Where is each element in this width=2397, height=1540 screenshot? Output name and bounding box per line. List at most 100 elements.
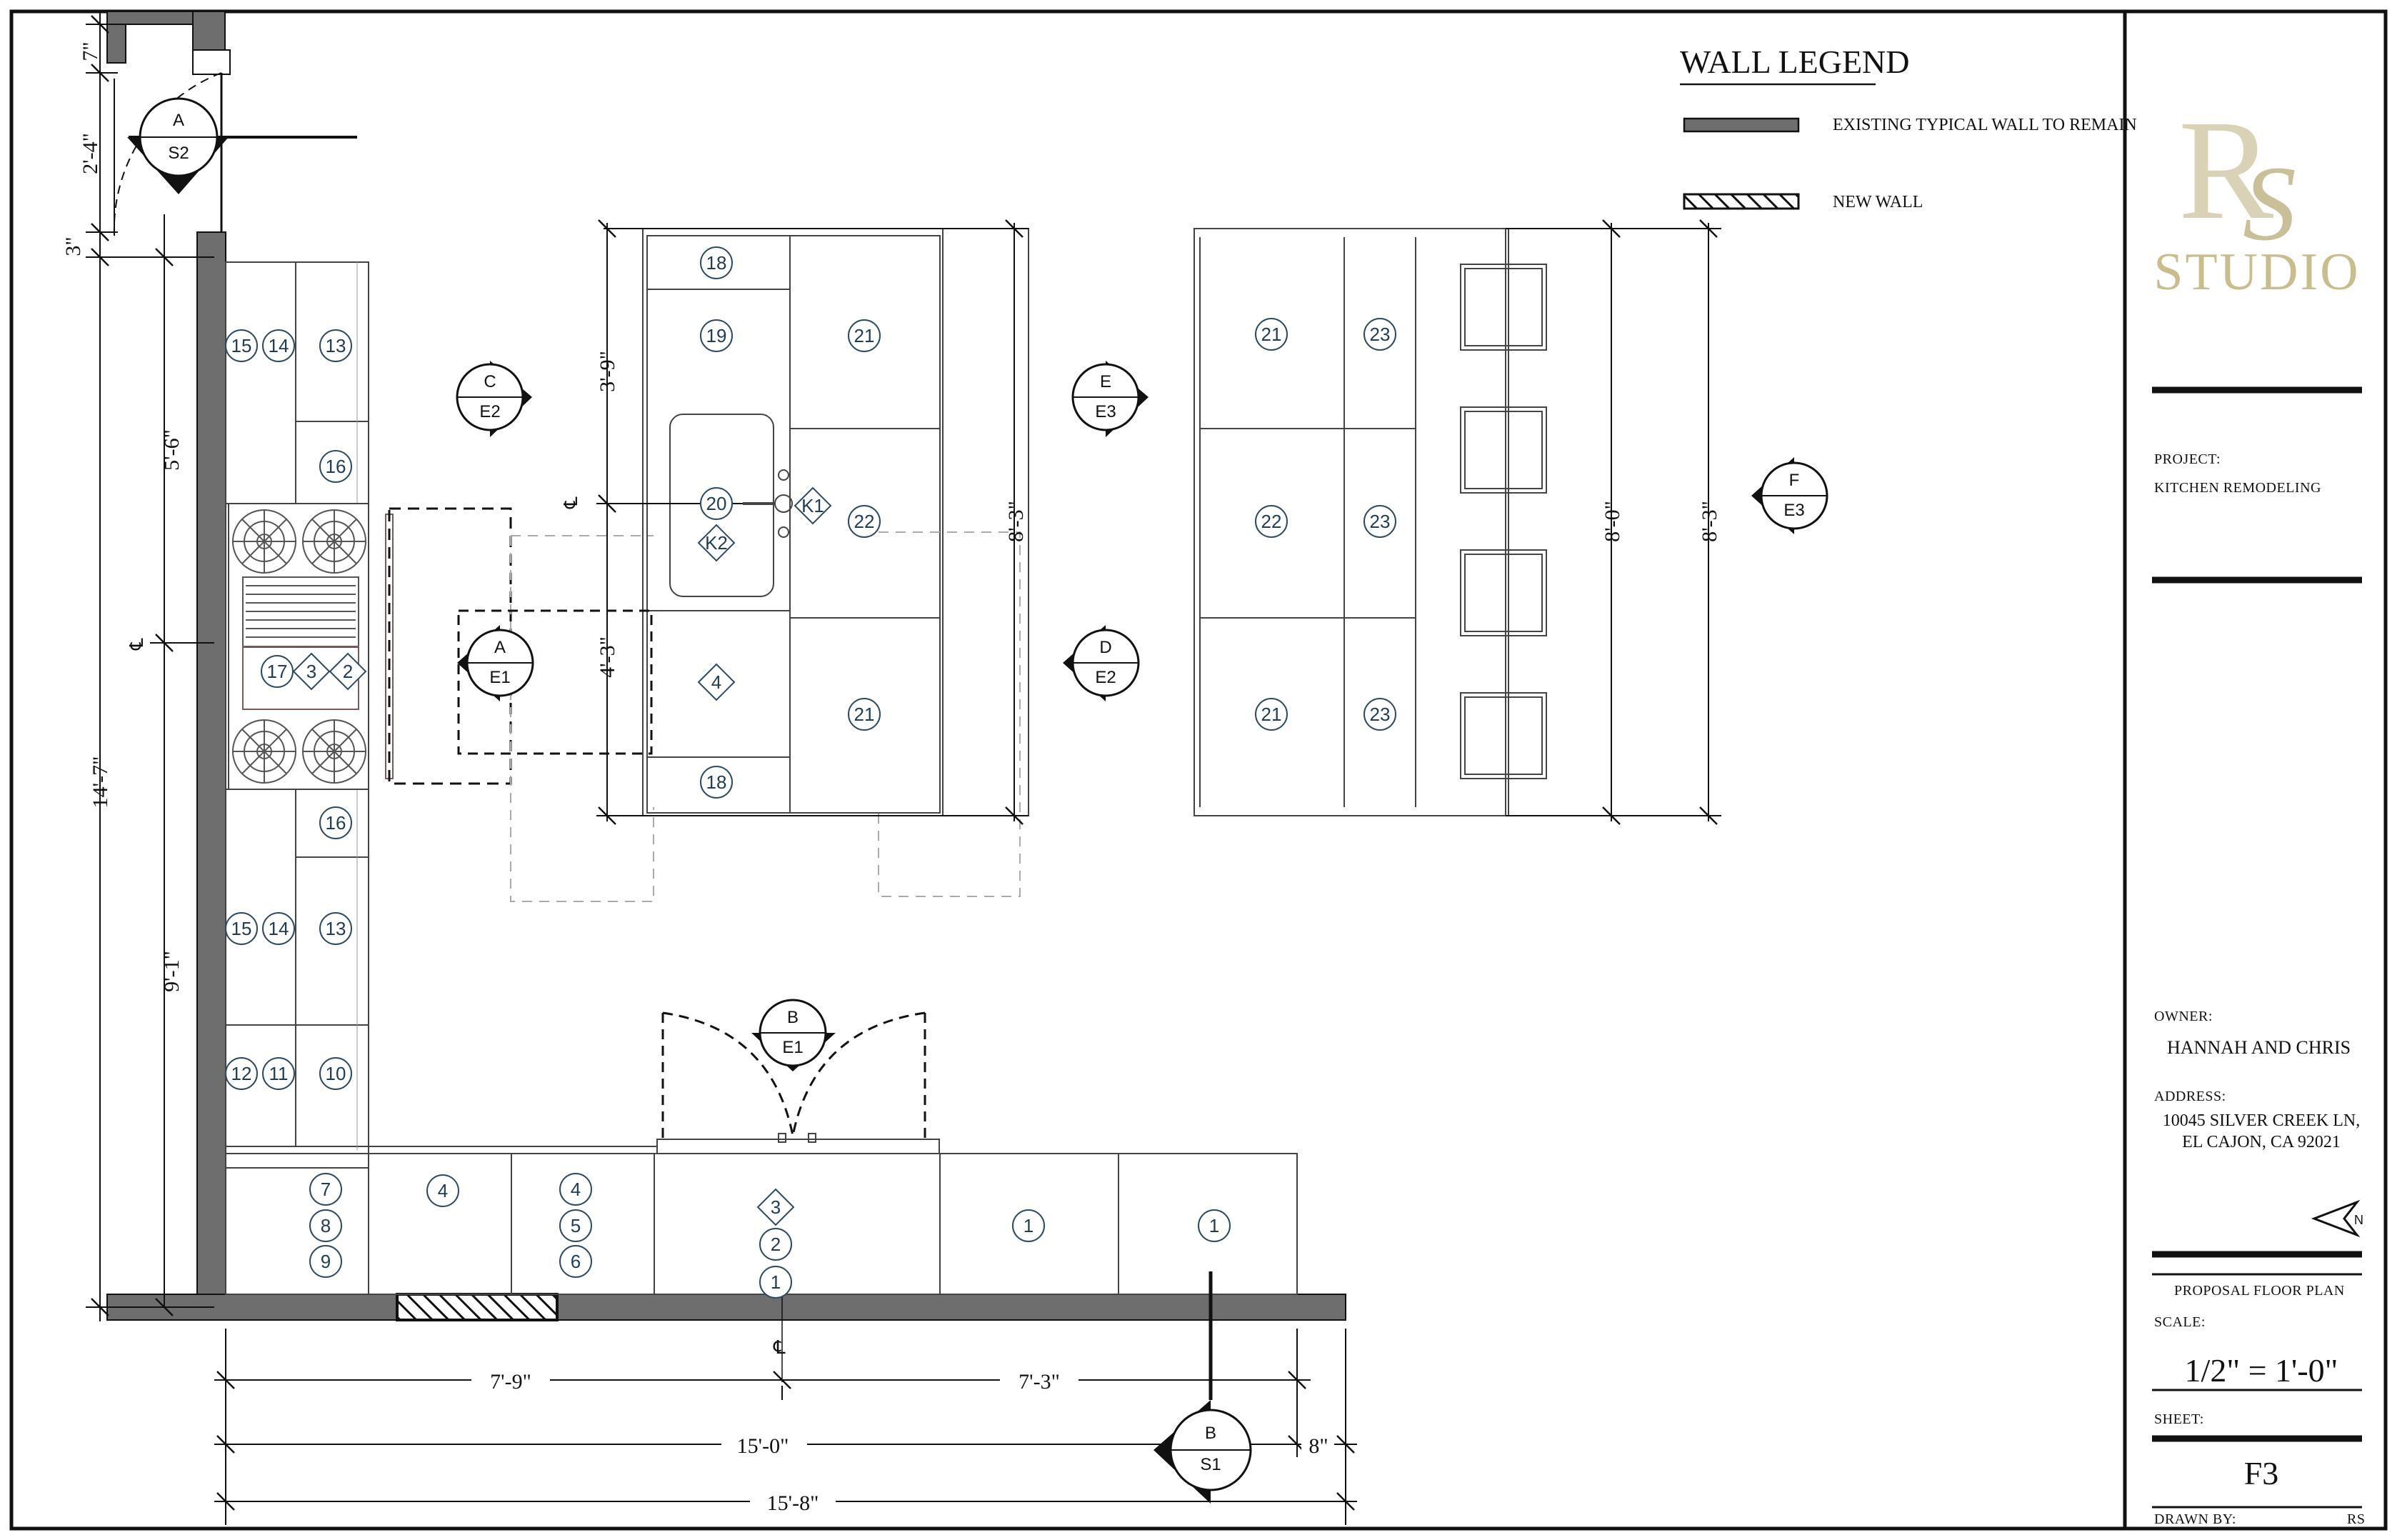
elev-A-E1-bottom: E1 bbox=[489, 668, 510, 687]
kitchen-island bbox=[642, 228, 1029, 816]
elevation-tag-B-E1[interactable]: B E1 bbox=[751, 999, 836, 1071]
elev-C-E2-bottom: E2 bbox=[479, 402, 500, 421]
dim-8-3-bar: 8'-3" bbox=[1698, 501, 1721, 542]
dim-4-3: 4'-3" bbox=[596, 636, 619, 678]
centerline-symbols: ℄ ℄ ℄ bbox=[126, 496, 786, 1358]
item-tag-label: 19 bbox=[706, 325, 727, 346]
elev-E-E3-top: E bbox=[1100, 372, 1111, 391]
elev-E-E3-bottom: E3 bbox=[1095, 402, 1116, 421]
item-tag-circle: 19 bbox=[700, 319, 733, 352]
dim-14-7: 14'-7" bbox=[89, 756, 112, 809]
item-tag-label: 7 bbox=[321, 1179, 331, 1200]
elev-F-E3-top: F bbox=[1789, 471, 1800, 490]
item-tag-circle: 23 bbox=[1363, 505, 1396, 538]
item-tag-label: 4 bbox=[571, 1179, 581, 1200]
item-tag-label: 18 bbox=[706, 252, 727, 274]
item-tag-label: 17 bbox=[267, 661, 288, 682]
section-A-S2-bottom: S2 bbox=[168, 144, 189, 163]
item-tag-circle: 2 bbox=[759, 1228, 792, 1261]
logo-monogram-r: R bbox=[2178, 91, 2274, 249]
new-wall-segment bbox=[396, 1293, 559, 1321]
item-tag-label: 9 bbox=[321, 1251, 331, 1272]
item-tag-label: 3 bbox=[771, 1196, 781, 1218]
section-tag-A-S2[interactable]: A S2 bbox=[127, 97, 357, 194]
elevation-tag-D-E2[interactable]: D E2 bbox=[1063, 625, 1140, 701]
item-tag-label: 13 bbox=[326, 918, 346, 939]
item-tag-circle: 21 bbox=[848, 698, 881, 731]
address-line-2: EL CAJON, CA 92021 bbox=[2182, 1133, 2341, 1151]
dishwasher-swing bbox=[661, 1011, 926, 1143]
item-tag-label: 22 bbox=[1261, 511, 1282, 532]
dim-9-1: 9'-1" bbox=[160, 951, 184, 992]
item-tag-circle: 16 bbox=[319, 806, 352, 839]
item-tag-label: 21 bbox=[854, 704, 875, 725]
item-tag-label: 11 bbox=[269, 1063, 289, 1084]
legend-new-label: NEW WALL bbox=[1833, 193, 1923, 211]
dim-7-9: 7'-9" bbox=[490, 1370, 531, 1394]
dim-15-0: 15'-0" bbox=[737, 1434, 789, 1458]
legend-existing-label: EXISTING TYPICAL WALL TO REMAIN bbox=[1833, 116, 2137, 134]
elev-D-E2-bottom: E2 bbox=[1095, 668, 1116, 687]
logo-word: STUDIO bbox=[2153, 243, 2360, 301]
elev-C-E2-top: C bbox=[484, 372, 496, 391]
drawn-by-value: RS bbox=[2347, 1511, 2366, 1527]
appliance-dashed-outlines bbox=[510, 531, 1021, 902]
dining-bar bbox=[1194, 228, 1547, 816]
item-tag-label: 18 bbox=[706, 771, 727, 793]
section-tag-B-S1[interactable]: B S1 bbox=[1154, 1400, 1252, 1504]
dim-5-6: 5'-6" bbox=[160, 429, 184, 471]
address-line-1: 10045 SILVER CREEK LN, bbox=[2162, 1111, 2361, 1130]
sheet-label: SHEET: bbox=[2154, 1411, 2204, 1427]
item-tag-circle: 22 bbox=[1255, 505, 1288, 538]
sheet-title: PROPOSAL FLOOR PLAN bbox=[2174, 1283, 2345, 1299]
item-tag-label: 12 bbox=[231, 1063, 252, 1084]
item-tag-label: 6 bbox=[571, 1251, 581, 1272]
item-tag-label: K2 bbox=[705, 532, 728, 554]
elev-B-E1-bottom: E1 bbox=[782, 1038, 803, 1057]
item-tag-label: 23 bbox=[1370, 511, 1391, 532]
studio-logo: R S STUDIO bbox=[2153, 91, 2360, 301]
item-tag-diamond: 4 bbox=[697, 663, 736, 701]
item-tag-circle: 1 bbox=[1198, 1209, 1231, 1242]
section-B-S1-top: B bbox=[1205, 1424, 1216, 1443]
item-tag-circle: 18 bbox=[700, 766, 733, 799]
item-tag-label: 14 bbox=[269, 918, 289, 939]
item-tag-circle: 21 bbox=[1255, 318, 1288, 351]
item-tag-label: 1 bbox=[1209, 1215, 1219, 1236]
scale-label: SCALE: bbox=[2154, 1314, 2206, 1330]
svg-text:℄: ℄ bbox=[773, 1337, 786, 1358]
item-tag-circle: 5 bbox=[559, 1209, 592, 1242]
elevation-tag-C-E2[interactable]: C E2 bbox=[456, 361, 532, 437]
item-tag-diamond: 3 bbox=[292, 652, 331, 691]
item-tag-diamond: K2 bbox=[697, 524, 736, 562]
item-tag-circle: 18 bbox=[700, 246, 733, 279]
wall-legend-title: WALL LEGEND bbox=[1680, 44, 1909, 80]
item-tag-label: 16 bbox=[326, 812, 346, 834]
elevation-tag-F-E3[interactable]: F E3 bbox=[1751, 457, 1828, 534]
elev-D-E2-top: D bbox=[1099, 638, 1111, 657]
item-tag-label: 22 bbox=[854, 511, 875, 532]
item-tag-label: 4 bbox=[711, 671, 721, 693]
range-hood-outline bbox=[388, 507, 512, 785]
dim-8in: 8" bbox=[1308, 1434, 1328, 1458]
item-tag-diamond: K1 bbox=[794, 486, 832, 525]
elev-B-E1-top: B bbox=[787, 1008, 799, 1027]
elevation-tag-E-E3[interactable]: E E3 bbox=[1071, 361, 1149, 437]
item-tag-circle: 23 bbox=[1363, 318, 1396, 351]
item-tag-label: 13 bbox=[326, 335, 346, 356]
dim-2-4: 2'-4" bbox=[79, 133, 102, 174]
dim-15-8: 15'-8" bbox=[767, 1491, 819, 1515]
legend-existing-swatch bbox=[1683, 117, 1800, 133]
item-tag-label: 2 bbox=[343, 661, 353, 682]
elevation-tag-A-E1[interactable]: A E1 bbox=[457, 625, 534, 701]
item-tag-circle: 23 bbox=[1363, 698, 1396, 731]
north-arrow: N bbox=[2311, 1199, 2363, 1238]
item-tag-label: 21 bbox=[854, 325, 875, 346]
svg-text:℄: ℄ bbox=[126, 638, 147, 651]
item-tag-label: 10 bbox=[326, 1063, 346, 1084]
item-tag-label: K1 bbox=[801, 495, 824, 516]
item-tag-circle: 20 bbox=[700, 487, 733, 520]
item-tag-diamond: 3 bbox=[756, 1188, 795, 1226]
